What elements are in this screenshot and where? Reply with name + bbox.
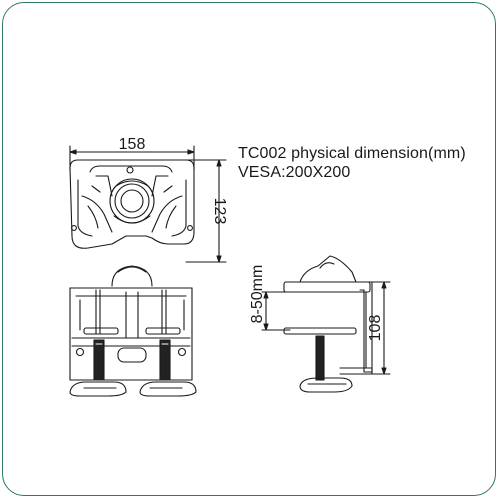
side-view-clamp [283, 255, 373, 393]
clamp-range-value: 8-50mm [249, 265, 266, 324]
clamp-height-dimension: 108 [367, 281, 391, 375]
top-view-mount-head [69, 159, 195, 249]
height-dimension: 123 [185, 159, 228, 263]
width-dimension: 158 [69, 136, 195, 171]
width-value: 158 [119, 136, 146, 153]
diagram-title: TC002 physical dimension(mm) [238, 145, 466, 162]
image-frame [2, 2, 496, 496]
vesa-spec: VESA:200X200 [238, 164, 351, 181]
height-value: 123 [211, 198, 228, 225]
clamp-height-value: 108 [367, 315, 384, 342]
front-view-clamp [69, 265, 197, 397]
clamp-range-dimension: 8-50mm [249, 265, 291, 331]
